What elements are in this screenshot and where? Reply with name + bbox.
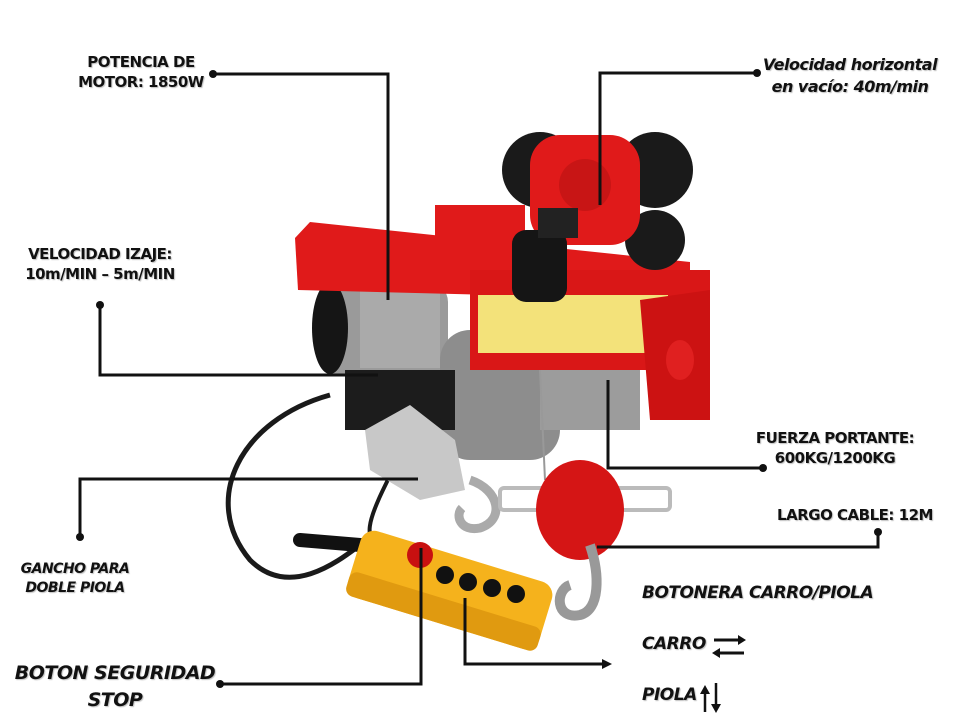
pendant-shade xyxy=(346,572,541,651)
label-line: FUERZA PORTANTE: xyxy=(755,429,915,447)
cable-length-callout: LARGO CABLE: 12M xyxy=(770,505,940,525)
callout-dot xyxy=(96,301,104,309)
trolley-bracket xyxy=(435,205,525,250)
cable-drum xyxy=(540,360,640,430)
label-line: GANCHO PARA xyxy=(20,561,130,577)
trolley-motor-terminal xyxy=(538,208,578,238)
pendant-button xyxy=(483,579,501,597)
label-line: BOTON SEGURIDAD xyxy=(14,662,216,684)
control-cable xyxy=(225,392,362,580)
pendant-controller xyxy=(346,530,553,651)
pulley-block xyxy=(365,405,465,500)
callout-line-cable-length xyxy=(597,532,880,549)
callout-line-stop-button xyxy=(220,548,423,686)
label-line: en vacío: 40m/min xyxy=(771,76,929,96)
callout-dot xyxy=(216,680,224,688)
callout-dot xyxy=(874,528,882,536)
callout-dot xyxy=(209,70,217,78)
wire-rope xyxy=(539,369,546,481)
label-line: DOBLE PIOLA xyxy=(25,579,125,596)
callout-dot xyxy=(753,69,761,77)
callout-lines xyxy=(78,71,880,686)
load-capacity-callout: FUERZA PORTANTE: 600KG/1200KG xyxy=(750,428,920,469)
callout-line-pendant xyxy=(463,598,604,666)
callout-dots xyxy=(76,69,882,688)
end-plate-boss xyxy=(666,340,694,380)
label-line: Velocidad horizontal xyxy=(762,55,938,74)
warning-label xyxy=(478,295,668,353)
gearbox-cover xyxy=(559,159,611,211)
callout-line-motor-power xyxy=(213,72,390,300)
hook-disc xyxy=(536,460,624,560)
double-hook xyxy=(454,475,501,534)
trolley-motor xyxy=(512,230,567,302)
label-line: POTENCIA DE xyxy=(87,53,195,71)
stop-button-callout: BOTON SEGURIDAD STOP xyxy=(5,660,225,713)
pendant-button xyxy=(459,573,477,591)
callout-line-lift-speed xyxy=(98,305,378,377)
vertical-arrows-icon xyxy=(700,683,721,713)
trolley-label: CARRO xyxy=(642,634,706,654)
callout-line-load-capacity xyxy=(606,380,763,470)
trolley-wheel xyxy=(625,210,685,270)
pendant-button xyxy=(507,585,525,603)
rope-label: PIOLA xyxy=(642,685,697,705)
single-hook xyxy=(554,543,602,621)
label-line: VELOCIDAD IZAJE: xyxy=(28,245,172,263)
pendant-strain-relief xyxy=(293,533,367,552)
arrow-head-icon xyxy=(602,659,612,669)
callout-dot xyxy=(76,533,84,541)
double-hook-callout: GANCHO PARA DOBLE PIOLA xyxy=(5,560,145,598)
pendant-button xyxy=(436,566,454,584)
lift-speed-callout: VELOCIDAD IZAJE: 10m/MIN – 5m/MIN xyxy=(10,244,190,285)
motor-endcap xyxy=(312,282,348,374)
label-line: MOTOR: 1850W xyxy=(78,73,204,92)
callout-line-double-hook xyxy=(78,477,418,537)
motor-power-callout: POTENCIA DE MOTOR: 1850W xyxy=(70,52,212,93)
label-line: STOP xyxy=(87,688,143,711)
callout-line-horizontal-speed xyxy=(598,71,757,205)
motor-fins xyxy=(360,290,440,368)
callout-dot xyxy=(759,464,767,472)
horizontal-arrows-icon xyxy=(712,635,746,658)
pendant-title: BOTONERA CARRO/PIOLA xyxy=(642,583,874,603)
horizontal-speed-callout: Velocidad horizontal en vacío: 40m/min xyxy=(755,54,945,97)
label-line: 10m/MIN – 5m/MIN xyxy=(25,265,175,284)
label-line: LARGO CABLE: 12M xyxy=(777,506,933,524)
label-line: 600KG/1200KG xyxy=(774,449,896,468)
